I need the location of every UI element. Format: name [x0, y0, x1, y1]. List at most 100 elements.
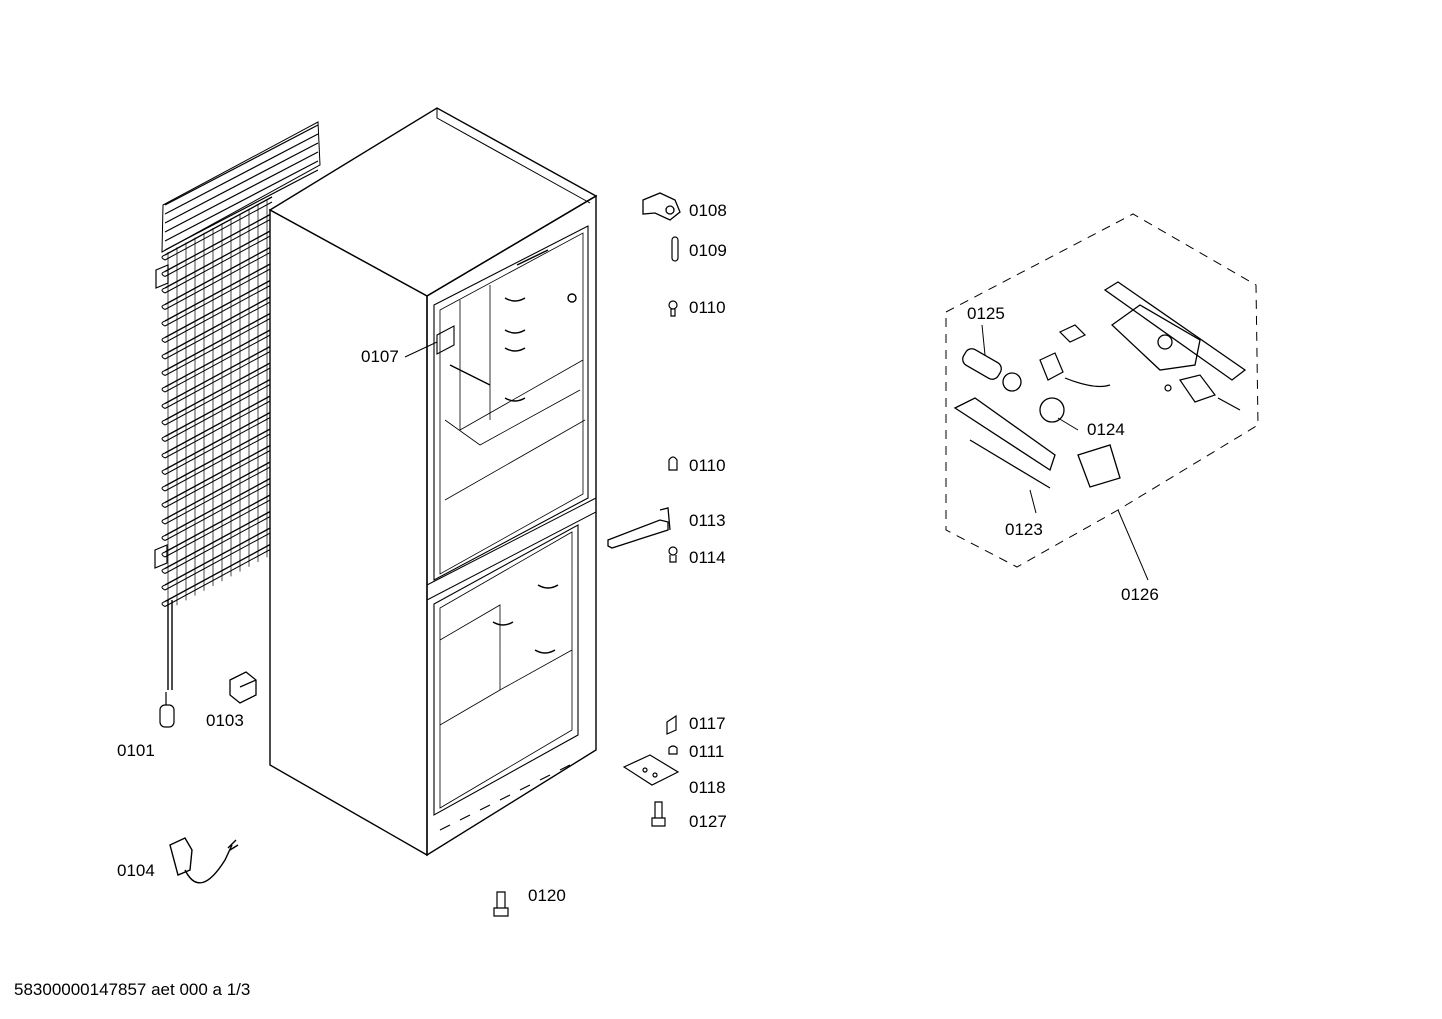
coil-bend	[161, 601, 166, 607]
coil-bend	[161, 419, 166, 426]
coil-tube-edge	[164, 350, 273, 409]
coil-tube	[164, 328, 273, 388]
coil-tube-edge	[164, 548, 273, 607]
coil-bend	[161, 386, 166, 393]
part-label-0101: 0101	[117, 741, 155, 760]
coil-bend	[161, 485, 166, 492]
part-label-0127: 0127	[689, 812, 727, 831]
part-label-0124: 0124	[1087, 420, 1125, 439]
coil-bend	[161, 353, 166, 360]
coil-bracket-upper	[155, 264, 169, 289]
coil-bend	[161, 337, 166, 343]
part-label-0110-lower: 0110	[689, 456, 726, 475]
coil-tube-upper	[164, 160, 319, 242]
coil-tube-edge	[164, 267, 273, 327]
part-label-0117: 0117	[689, 714, 726, 733]
coil-tube	[164, 443, 273, 504]
coil-tube	[164, 460, 273, 520]
foot-bolt-0120-icon	[493, 891, 509, 917]
sensor-icon	[1164, 374, 1241, 411]
coil-tube-upper	[164, 151, 319, 233]
coil-tube-edge	[164, 399, 273, 459]
coil-tube	[164, 212, 273, 273]
condenser-coil	[154, 121, 321, 728]
coil-tube-edge	[164, 201, 273, 261]
coil-tube-edge	[164, 432, 273, 492]
part-0111-icon	[668, 745, 678, 755]
part-label-0125: 0125	[967, 304, 1005, 323]
part-0117-icon	[666, 714, 677, 735]
coil-tube	[164, 377, 273, 438]
document-code: 58300000147857 aet 000 a 1/3	[14, 980, 251, 999]
coil-tube-edge	[164, 383, 273, 442]
coil-tube	[164, 526, 273, 586]
coil-bend	[161, 304, 166, 310]
coil-bend	[161, 370, 166, 376]
assembly-0126-boundary	[945, 213, 1259, 568]
coil-tube	[164, 245, 273, 306]
coil-tube	[164, 295, 273, 355]
coil-bend	[161, 320, 166, 327]
part-label-0123: 0123	[1005, 520, 1043, 539]
knob-0124-icon	[1039, 397, 1065, 423]
coil-bracket-lower	[154, 544, 168, 569]
coil-bend	[161, 254, 166, 261]
coil-tube-edge	[164, 465, 273, 525]
coil-tube-upper	[164, 133, 319, 215]
capillary-filter-icon	[159, 704, 175, 728]
coil-tube-edge	[164, 498, 273, 558]
lamp-bulb-0125-icon	[962, 348, 1022, 392]
coil-bend	[161, 551, 166, 558]
part-0109-pin-icon	[671, 236, 679, 262]
coil-tube	[164, 311, 273, 372]
coil-bend	[161, 436, 166, 442]
switch-icon	[1039, 324, 1111, 388]
part-label-0114: 0114	[689, 548, 726, 567]
part-0108-icon	[642, 192, 681, 221]
coil-tube	[164, 410, 273, 471]
coil-tube	[164, 229, 273, 289]
coil-tube	[164, 262, 273, 322]
foot-bolt-0127-icon	[651, 801, 666, 827]
coil-bend	[161, 452, 166, 459]
coil-tube	[164, 542, 273, 603]
coil-tube-edge	[164, 284, 273, 343]
part-label-0104: 0104	[117, 861, 155, 880]
coil-bend	[161, 287, 166, 294]
coil-tube-edge	[164, 317, 273, 376]
cover-block-icon	[1077, 444, 1121, 488]
part-label-0120: 0120	[528, 886, 566, 905]
part-0114-bushing-icon	[668, 546, 678, 563]
coil-tube-edge	[164, 416, 273, 475]
part-label-0126: 0126	[1121, 585, 1159, 604]
coil-tube-edge	[164, 300, 273, 360]
coil-bend	[161, 518, 166, 525]
coil-tube-edge	[164, 482, 273, 541]
coil-tube	[164, 344, 273, 405]
part-label-0108: 0108	[689, 201, 727, 220]
coil-tube-edge	[164, 515, 273, 574]
lamp-cover-0123-icon	[953, 397, 1056, 489]
part-label-0107: 0107	[361, 347, 399, 366]
coil-tube-edge	[164, 366, 273, 426]
coil-tube-upper	[164, 124, 319, 206]
coil-tube-edge	[164, 218, 273, 277]
part-0110-bushing-icon	[668, 456, 678, 471]
coil-bend	[161, 502, 166, 508]
part-label-0118: 0118	[689, 778, 726, 797]
coil-bend	[161, 535, 166, 541]
coil-bend	[161, 271, 166, 277]
part-label-0113: 0113	[689, 511, 726, 530]
coil-bend	[161, 584, 166, 591]
coil-tube	[164, 427, 273, 487]
coil-tube-edge	[164, 531, 273, 591]
hinge-0113-icon	[607, 507, 671, 549]
coil-bend	[161, 568, 166, 574]
hinge-plate-0118-icon	[622, 754, 680, 786]
part-label-0110-upper: 0110	[689, 298, 726, 317]
coil-tube-upper	[164, 169, 319, 251]
thermostat-housing-icon	[1103, 281, 1247, 381]
coil-tube	[164, 361, 273, 421]
